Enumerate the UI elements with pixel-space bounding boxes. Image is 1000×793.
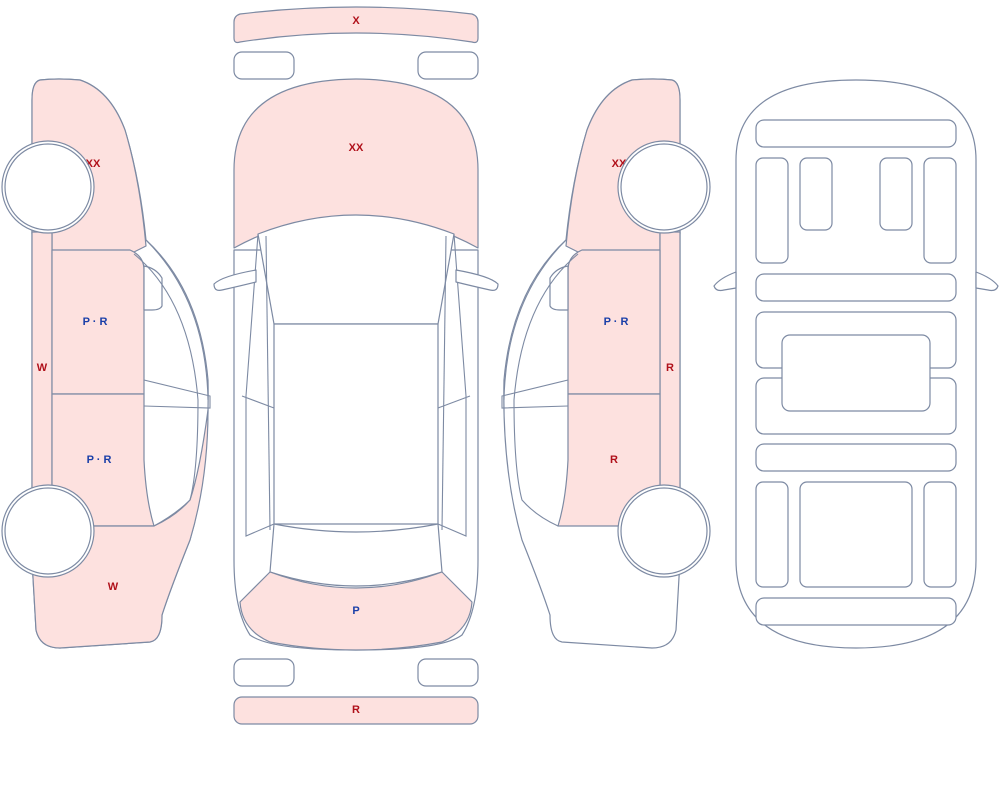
left-headlight[interactable] <box>233 51 295 80</box>
left-rear-quarter-label: W <box>108 581 119 593</box>
top-view: X XX P R <box>213 6 499 725</box>
right-headlight[interactable] <box>417 51 479 80</box>
right-taillight[interactable] <box>417 658 479 687</box>
left-taillight[interactable] <box>233 658 295 687</box>
interior-left-mirror[interactable] <box>713 271 737 292</box>
right-rocker-label: R <box>666 362 674 374</box>
right-side-view: XX R P · R R <box>501 78 711 649</box>
left-front-seat-bolster[interactable] <box>755 157 789 264</box>
left-rocker-label: W <box>37 362 48 374</box>
front-floor[interactable] <box>755 273 957 302</box>
right-front-seat-bolster[interactable] <box>923 157 957 264</box>
front-bumper-panel[interactable] <box>233 6 479 44</box>
left-mirror[interactable] <box>213 269 257 291</box>
center-console[interactable] <box>781 334 931 412</box>
dashboard[interactable] <box>755 119 957 148</box>
hood-label: XX <box>349 142 364 154</box>
right-front-wheel[interactable] <box>620 143 708 231</box>
cargo-area[interactable] <box>799 481 913 588</box>
right-rear-door-label: R <box>610 454 618 466</box>
right-front-door-label: P · R <box>604 316 629 328</box>
trunk-lid-label: P <box>352 605 359 617</box>
rear-right-seat[interactable] <box>923 481 957 588</box>
front-bumper-label: X <box>352 15 360 27</box>
rear-bumper-panel[interactable] <box>233 696 479 725</box>
rear-bumper-label: R <box>352 704 360 716</box>
right-rear-wheel[interactable] <box>620 487 708 575</box>
left-front-window[interactable] <box>143 265 163 311</box>
rear-floor[interactable] <box>755 443 957 472</box>
windshield[interactable] <box>257 214 455 325</box>
rear-window[interactable] <box>269 523 443 587</box>
left-side-view: XX W P · R P · R W <box>1 78 211 649</box>
left-front-seat[interactable] <box>799 157 833 231</box>
rear-left-seat[interactable] <box>755 481 789 588</box>
left-rear-wheel[interactable] <box>4 487 92 575</box>
rear-shelf[interactable] <box>755 597 957 626</box>
left-rear-door-label: P · R <box>87 454 112 466</box>
trunk-lid-panel[interactable] <box>239 571 473 651</box>
right-front-window[interactable] <box>549 265 569 311</box>
interior-view <box>713 79 999 649</box>
left-front-wheel[interactable] <box>4 143 92 231</box>
left-front-door-label: P · R <box>83 316 108 328</box>
roof-panel[interactable] <box>273 323 439 525</box>
right-mirror[interactable] <box>455 269 499 291</box>
interior-right-mirror[interactable] <box>975 271 999 292</box>
right-front-seat[interactable] <box>879 157 913 231</box>
